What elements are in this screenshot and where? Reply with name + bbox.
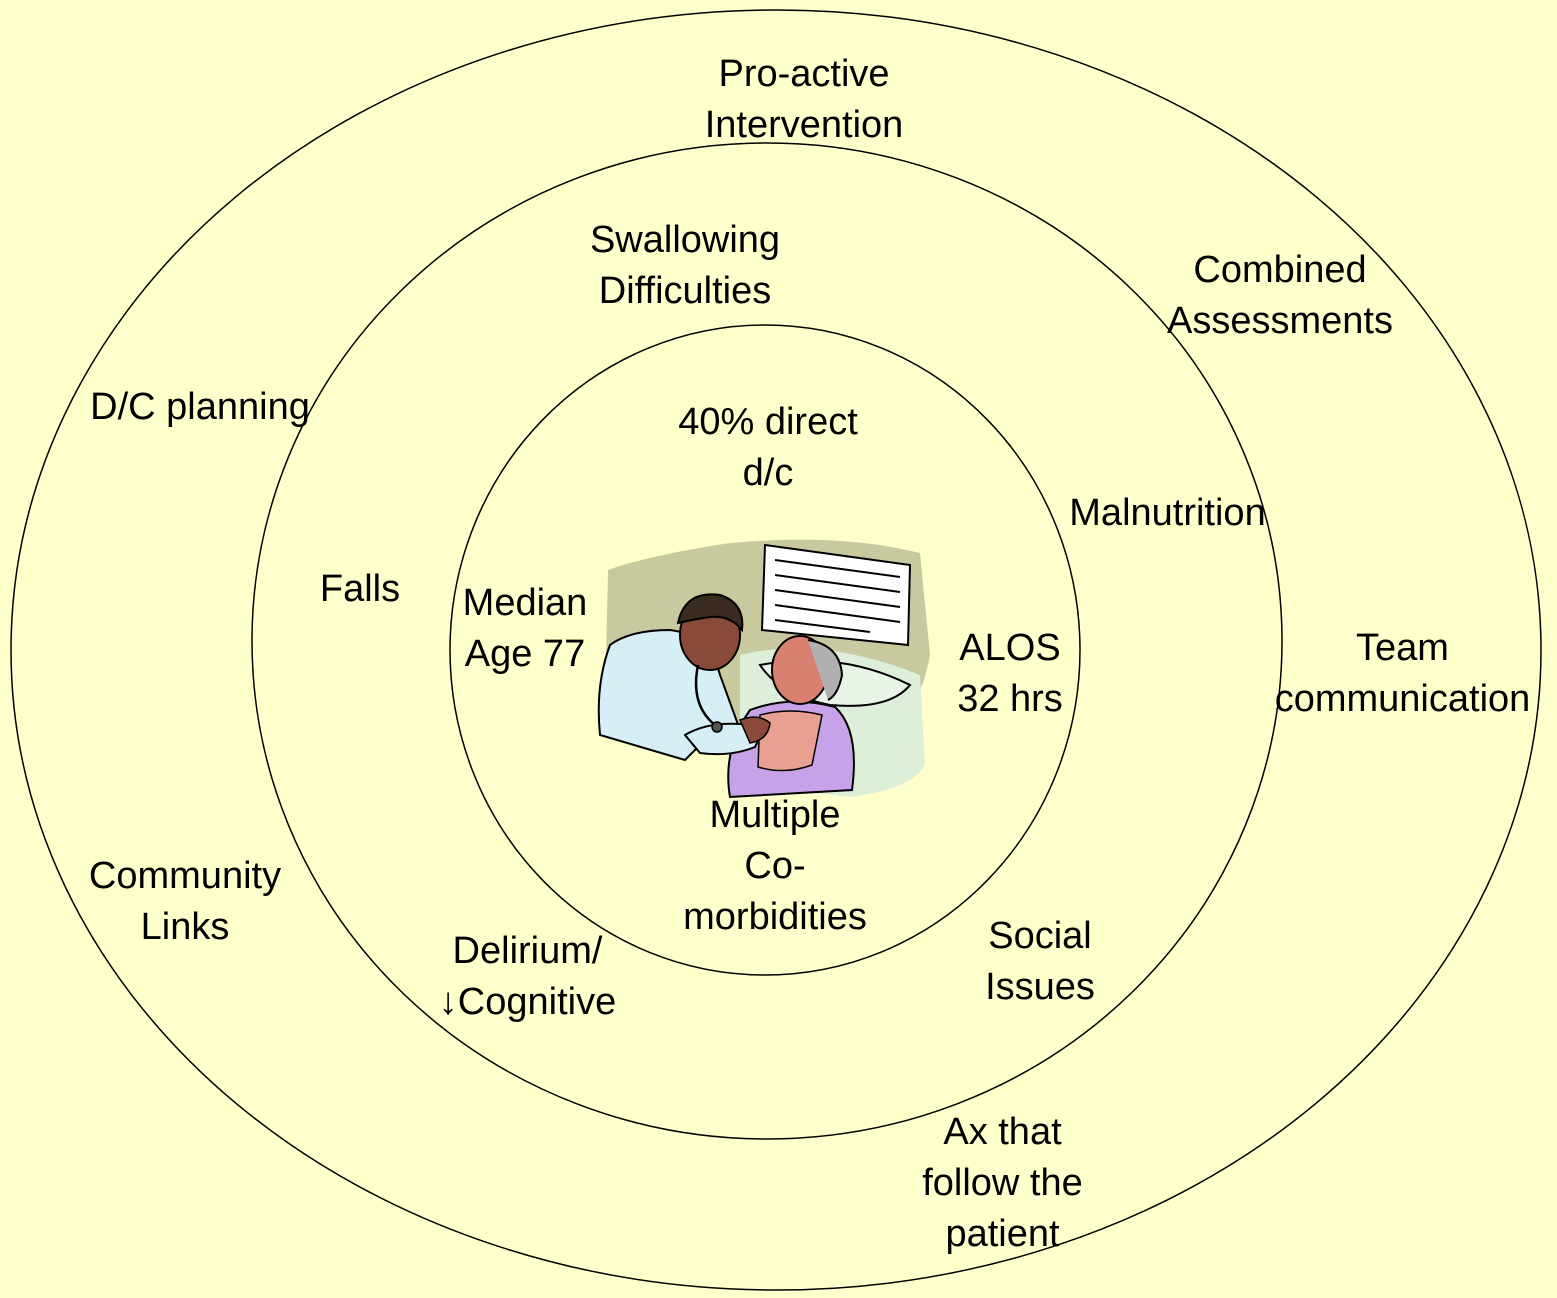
label-swallowing-difficulties: Swallowing Difficulties	[555, 215, 815, 317]
label-line: Age 77	[464, 633, 586, 675]
label-line: Malnutrition	[1069, 492, 1266, 534]
label-delirium-cognitive: Delirium/ ↓Cognitive	[405, 926, 650, 1028]
label-line: 40% direct	[678, 401, 858, 443]
label-line: Ax that	[943, 1111, 1062, 1153]
label-line: D/C planning	[90, 386, 310, 428]
label-combined-assessments: Combined Assessments	[1140, 245, 1420, 347]
label-line: follow the	[922, 1162, 1083, 1204]
label-comorbidities: Multiple Co- morbidities	[655, 790, 895, 943]
doctor-examining-patient-icon	[597, 539, 930, 799]
middle-ring	[251, 142, 1283, 1140]
label-line: Social	[988, 915, 1092, 957]
label-community-links: Community Links	[60, 851, 310, 953]
label-line: Swallowing	[589, 219, 781, 261]
label-line: patient	[945, 1213, 1060, 1255]
label-line: Team	[1356, 627, 1449, 669]
label-line: Community	[88, 855, 282, 897]
label-line: communication	[1274, 678, 1531, 720]
label-direct-dc: 40% direct d/c	[648, 397, 888, 499]
label-line: morbidities	[683, 896, 867, 938]
label-line: Difficulties	[598, 270, 772, 312]
label-line: Issues	[985, 966, 1095, 1008]
label-team-communication: Team communication	[1250, 623, 1555, 725]
label-line: Falls	[319, 568, 401, 610]
label-social-issues: Social Issues	[950, 911, 1130, 1013]
label-proactive-intervention: Pro-active Intervention	[664, 49, 944, 151]
label-dc-planning: D/C planning	[60, 382, 340, 433]
label-line: Combined	[1193, 249, 1367, 291]
label-line: ALOS	[959, 627, 1061, 669]
label-line: Multiple	[709, 794, 841, 836]
outer-ring	[10, 9, 1542, 1291]
label-line: Intervention	[704, 104, 904, 146]
label-line: Co-	[744, 845, 806, 887]
label-falls: Falls	[300, 564, 420, 615]
label-line: Delirium/	[452, 930, 603, 972]
label-ax-follow-patient: Ax that follow the patient	[880, 1107, 1125, 1260]
label-median-age: Median Age 77	[440, 578, 610, 680]
inner-ring	[449, 324, 1081, 976]
label-line: Links	[140, 906, 230, 948]
label-alos: ALOS 32 hrs	[930, 623, 1090, 725]
label-line: ↓Cognitive	[438, 981, 617, 1023]
label-line: 32 hrs	[957, 678, 1063, 720]
label-malnutrition: Malnutrition	[1045, 488, 1290, 539]
label-line: Assessments	[1167, 300, 1393, 342]
label-line: Median	[462, 582, 588, 624]
label-line: d/c	[742, 452, 794, 494]
label-line: Pro-active	[718, 53, 890, 95]
